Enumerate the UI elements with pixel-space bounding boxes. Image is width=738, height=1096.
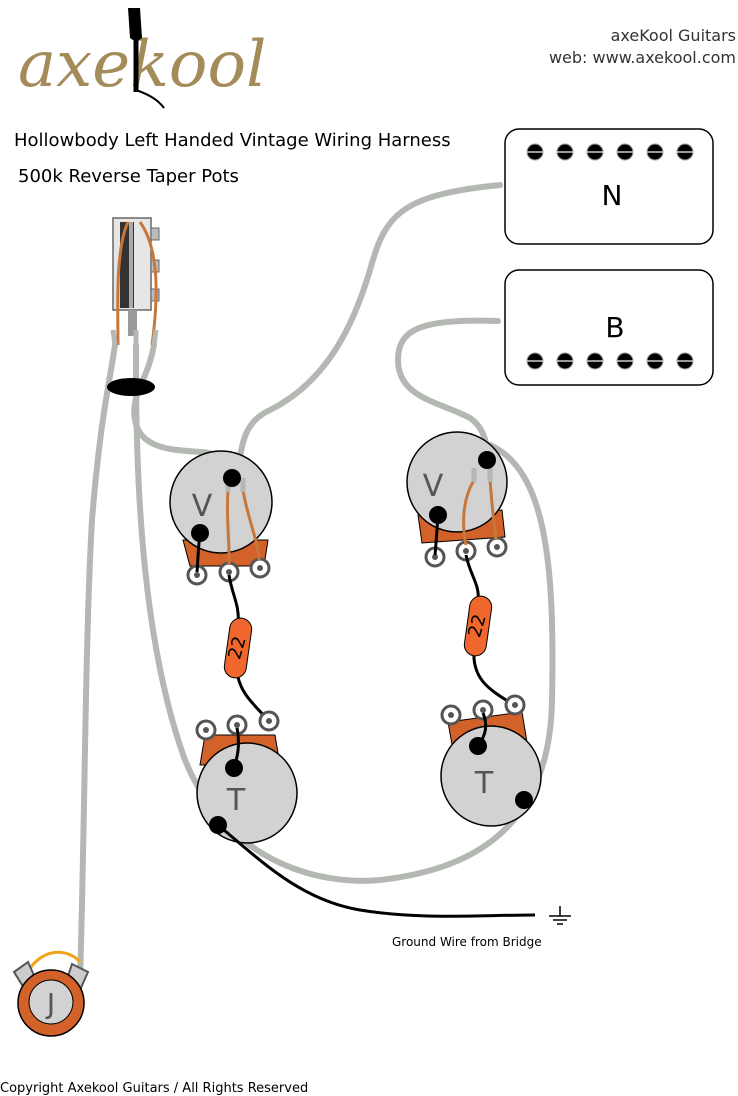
bridge-pickup-cable: [394, 317, 501, 478]
ground-wire-label: Ground Wire from Bridge: [392, 935, 542, 949]
jack-cable: [77, 342, 118, 983]
output-jack: J: [12, 950, 90, 1037]
neck-pickup-label: N: [602, 179, 623, 212]
bridge-tone-label: T: [474, 766, 494, 801]
neck-pickup-cable: [234, 182, 503, 493]
website-text: web: www.axekool.com: [549, 48, 736, 67]
neck-tone-label: T: [226, 783, 246, 818]
ground-wire: [217, 823, 536, 918]
page-subtitle: 500k Reverse Taper Pots: [18, 166, 239, 187]
bridge-capacitor: 22: [463, 595, 493, 657]
company-name: axeKool Guitars: [611, 26, 736, 45]
bridge-pickup: B: [504, 269, 714, 386]
bridge-tone-lugs: [440, 694, 526, 726]
neck-pickup: N: [504, 128, 714, 245]
ground-loop-cable: [132, 342, 556, 884]
copyright-text: Copyright Axekool Guitars / All Rights R…: [0, 1081, 308, 1096]
logo: axekool: [18, 8, 266, 109]
neck-volume-pot: V: [169, 450, 273, 586]
bridge-volume-label: V: [423, 469, 444, 504]
bridge-volume-pot: V: [406, 431, 508, 568]
toggle-switch: [107, 217, 160, 396]
neck-tone-pot: T: [195, 710, 298, 844]
jack-label: J: [45, 987, 55, 1020]
bridge-pickup-label: B: [605, 311, 624, 344]
guitar-headstock-icon: [128, 8, 165, 109]
logo-text: axekool: [18, 28, 266, 102]
page-title: Hollowbody Left Handed Vintage Wiring Ha…: [14, 130, 451, 151]
cable-grommet: [107, 378, 155, 396]
shielded-cables: [77, 182, 556, 983]
neck-volume-label: V: [192, 489, 213, 524]
bridge-tone-pot: T: [440, 694, 542, 827]
neck-capacitor: 22: [223, 617, 253, 679]
ground-symbol-icon: [549, 906, 571, 925]
